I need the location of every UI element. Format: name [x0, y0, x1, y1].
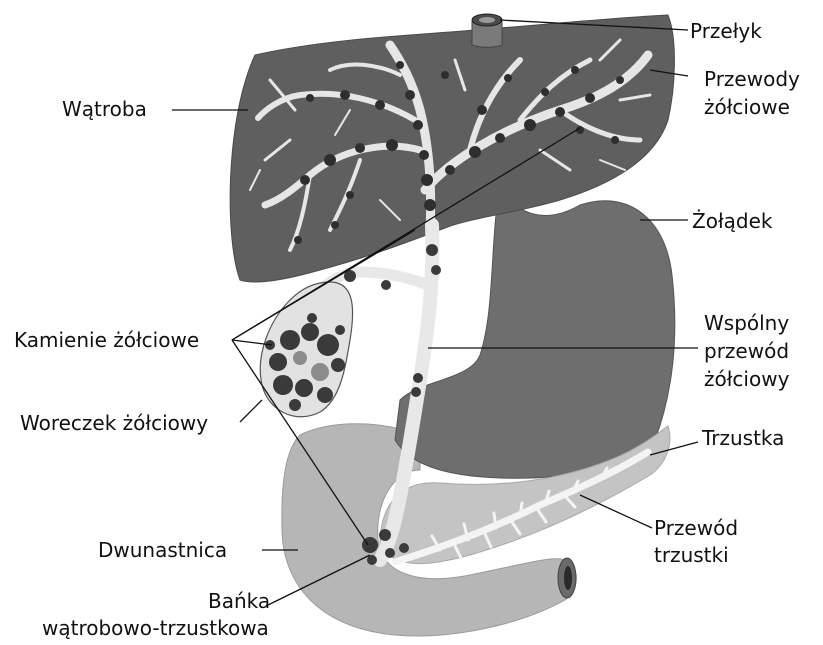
label-bile-ducts-line1: Przewody [704, 67, 800, 91]
label-gallstones: Kamienie żółciowe [14, 328, 199, 352]
label-common-bile-duct-line3: żółciowy [704, 367, 790, 391]
label-liver: Wątroba [62, 97, 147, 121]
label-pancreatic-duct-line1: Przewód [654, 516, 738, 540]
leader-pancreatic-duct [580, 495, 652, 528]
leader-gallbladder [240, 400, 262, 422]
label-ampulla-line1: Bańka [208, 589, 270, 613]
label-duodenum: Dwunastnica [98, 538, 227, 562]
esophagus-lumen [479, 17, 495, 23]
label-ampulla-line2: wątrobowo-trzustkowa [42, 616, 269, 640]
label-pancreas: Trzustka [701, 426, 784, 450]
label-common-bile-duct-line1: Wspólny [704, 311, 789, 335]
label-stomach: Żołądek [692, 209, 773, 233]
label-bile-ducts-line2: żółciowe [704, 95, 790, 119]
duodenum-opening-inner [564, 566, 572, 590]
label-pancreatic-duct-line2: trzustki [654, 543, 729, 567]
label-common-bile-duct-line2: przewód [704, 339, 789, 363]
label-esophagus: Przełyk [690, 19, 762, 43]
label-gallbladder: Woreczek żółciowy [20, 411, 208, 435]
